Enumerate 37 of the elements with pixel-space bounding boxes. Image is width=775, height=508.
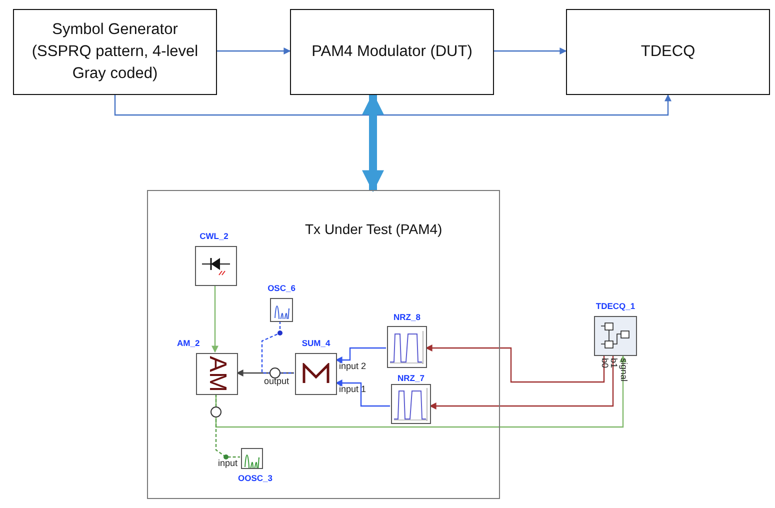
port-label: signal [619, 358, 628, 382]
block-label: NRZ_8 [394, 312, 420, 322]
process-box [290, 9, 494, 95]
block-label: AM_2 [177, 338, 200, 348]
connector-arrow [425, 344, 605, 383]
block-label: OSC_6 [268, 283, 296, 293]
block-label: CWL_2 [200, 231, 228, 241]
connector-arrow [429, 356, 614, 410]
block-label: OOSC_3 [238, 473, 272, 483]
connector-line [215, 394, 240, 458]
connector-arrow [494, 48, 567, 54]
process-box [566, 9, 770, 95]
port-label: input 1 [339, 385, 366, 394]
connector-arrow [212, 285, 218, 353]
box-text: PAM4 Modulator (DUT) [312, 42, 472, 62]
port-label: output [264, 377, 290, 386]
block-label: SUM_4 [302, 338, 330, 348]
connector-arrow [217, 48, 291, 54]
frame-box [147, 190, 500, 499]
double-arrow [362, 92, 384, 192]
block-symbol: AM [205, 356, 229, 392]
port-label: input 2 [339, 362, 366, 371]
block-label: TDECQ_1 [596, 301, 636, 311]
connector-arrow [335, 380, 390, 407]
connector-arrow [114, 94, 672, 116]
block-label: NRZ_7 [398, 373, 424, 383]
port-label: b1 [609, 358, 618, 368]
process-box [13, 9, 217, 95]
connector-line [261, 321, 294, 374]
connector-arrow [335, 347, 386, 364]
connector-arrow [215, 355, 626, 428]
port-label: b0 [600, 358, 609, 368]
port-label: input [218, 459, 238, 468]
connector-arrow [236, 370, 294, 376]
box-text: TDECQ [640, 42, 696, 62]
box-text: Symbol Generator (SSPRQ pattern, 4-level Gray coded) [30, 20, 200, 84]
frame-title: Tx Under Test (PAM4) [305, 221, 442, 237]
